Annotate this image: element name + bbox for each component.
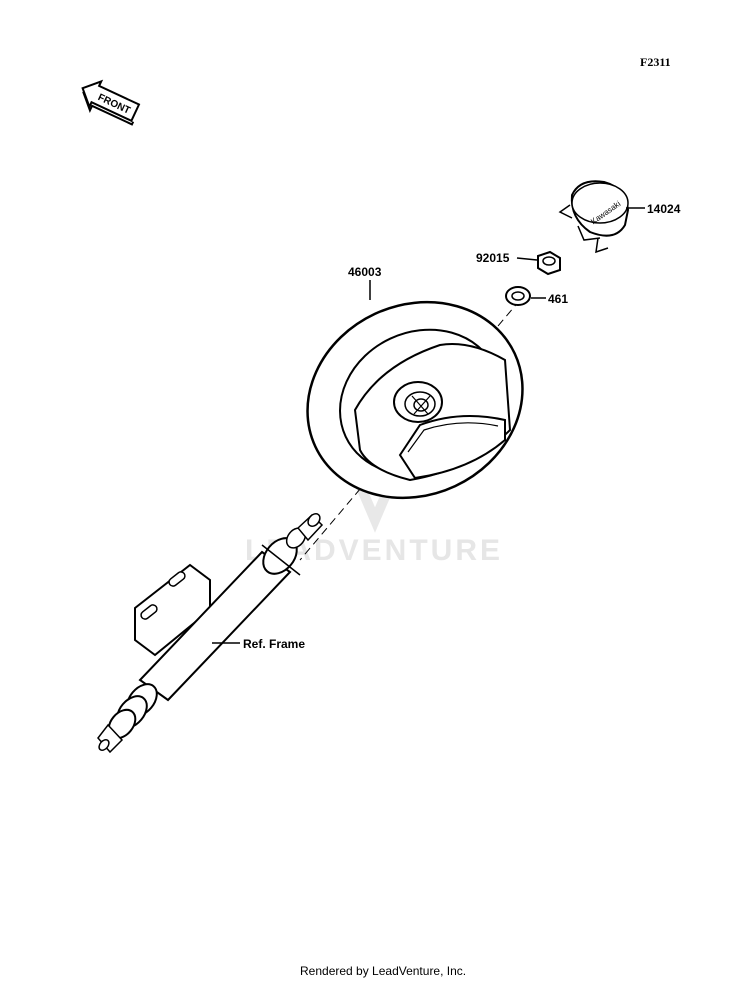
leader-92015 (516, 257, 538, 261)
horn-cap-part: Kawasaki (558, 180, 630, 254)
front-arrow-icon: FRONT (81, 79, 141, 126)
steering-column-part (97, 512, 324, 754)
washer-part (505, 286, 531, 306)
part-label-14024: 14024 (647, 202, 681, 216)
nut-part (537, 250, 561, 276)
part-label-46003: 46003 (348, 265, 382, 279)
steering-wheel-part (306, 300, 524, 500)
footer-credit: Rendered by LeadVenture, Inc. (300, 964, 466, 978)
part-label-461: 461 (548, 292, 568, 306)
part-label-ref-frame: Ref. Frame (243, 637, 305, 651)
part-label-92015: 92015 (476, 251, 510, 265)
figure-id: F2311 (640, 55, 671, 69)
